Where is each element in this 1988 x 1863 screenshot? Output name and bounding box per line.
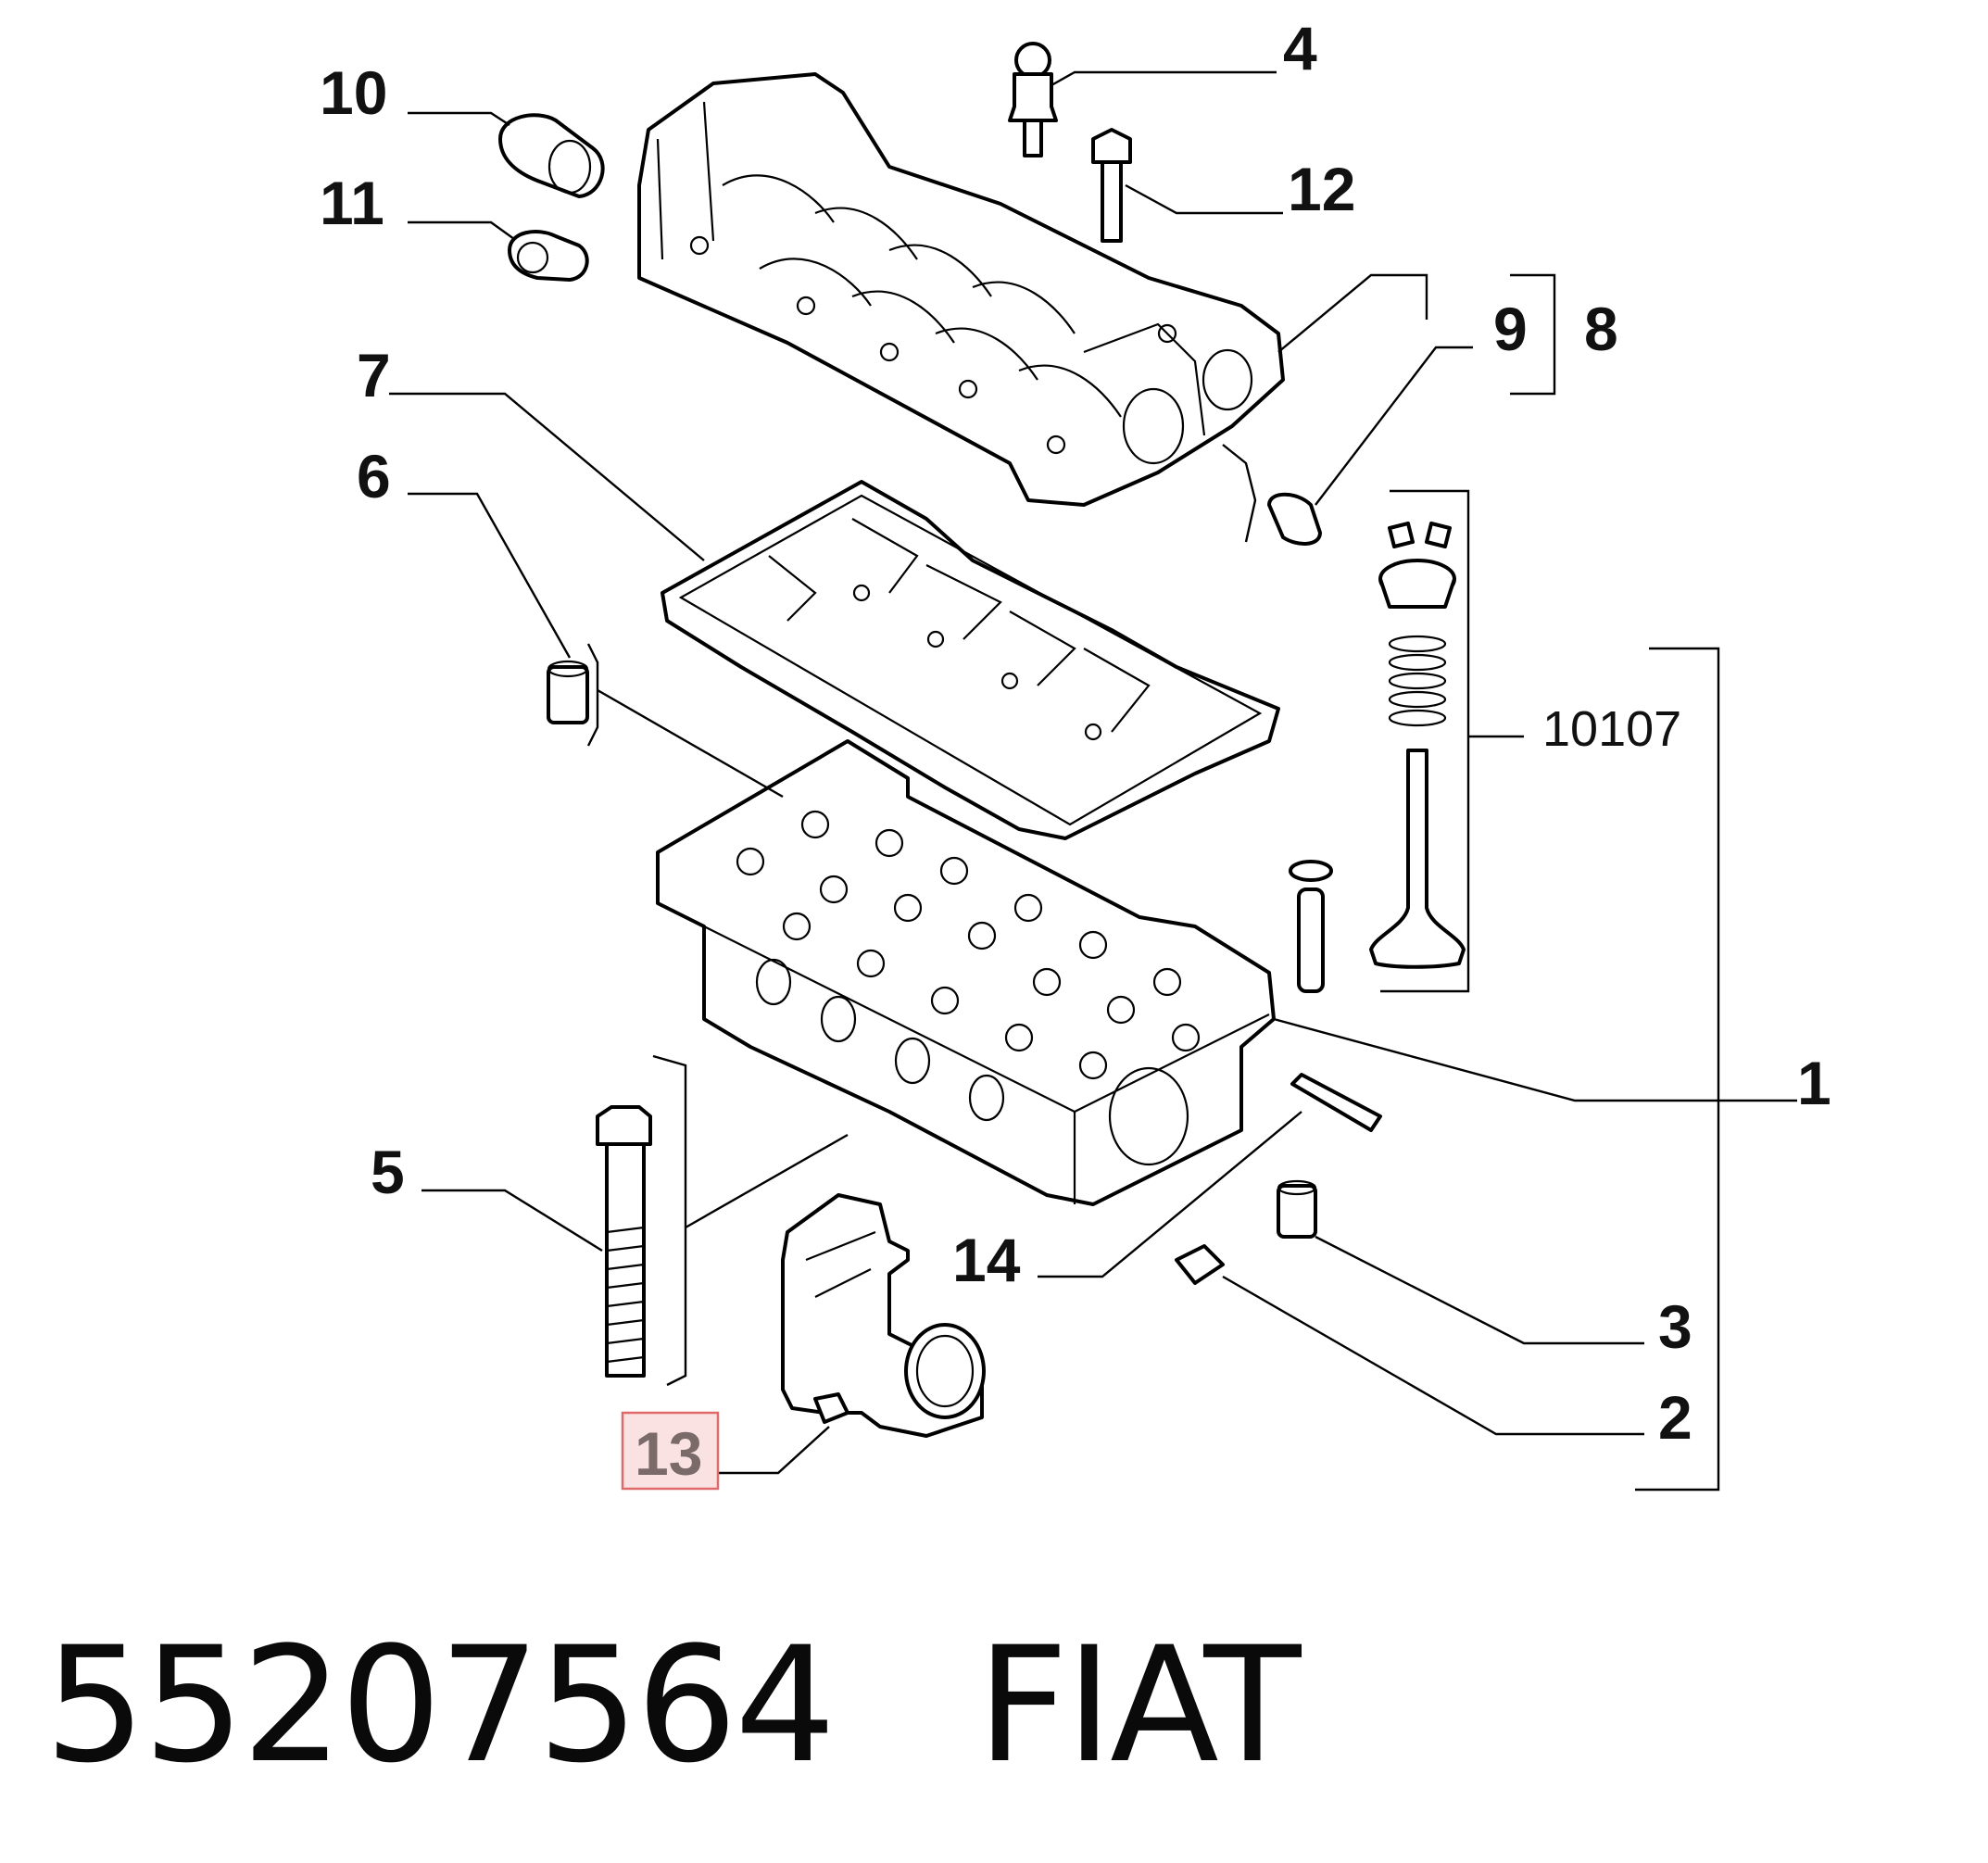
dowel-3-drawing [1277, 1179, 1317, 1239]
stud-14-drawing [1290, 1073, 1382, 1132]
callout-10107[interactable]: 10107 [1542, 701, 1681, 757]
callout-7[interactable]: 7 [357, 341, 391, 409]
bolt-12-drawing [1091, 128, 1132, 243]
leader-lines [389, 70, 1797, 1492]
callout-8[interactable]: 8 [1584, 295, 1618, 363]
pin-9-drawing [1267, 492, 1322, 546]
callout-13-highlight [621, 1411, 720, 1491]
callout-labels: 10 11 4 12 9 8 7 6 10107 1 5 14 3 2 13 [320, 14, 1831, 1491]
valve-assembly-drawing [1289, 522, 1466, 993]
part-footer: 55207564 FIAT [44, 1612, 1302, 1798]
callout-2[interactable]: 2 [1658, 1383, 1692, 1452]
head-bolt-5-drawing [596, 1105, 652, 1378]
callout-4[interactable]: 4 [1283, 14, 1317, 82]
callout-6[interactable]: 6 [357, 442, 391, 510]
callout-13[interactable]: 13 [635, 1419, 702, 1488]
bush-2-drawing [1175, 1244, 1225, 1285]
callout-11[interactable]: 11 [320, 169, 384, 237]
camshaft-housing-drawing [637, 72, 1285, 507]
brand-name: FIAT [976, 1612, 1301, 1798]
plug-11-drawing [508, 230, 589, 282]
callout-5[interactable]: 5 [371, 1138, 405, 1206]
callout-1[interactable]: 1 [1797, 1049, 1831, 1117]
callout-14[interactable]: 14 [952, 1226, 1021, 1294]
sensor-4-drawing [1008, 42, 1058, 157]
cover-gasket-drawing [661, 480, 1280, 840]
dowel-6-drawing [547, 660, 589, 724]
cylinder-head-drawing [656, 739, 1276, 1206]
plug-10-drawing [498, 113, 605, 198]
part-number: 55207564 [44, 1612, 836, 1798]
callout-9[interactable]: 9 [1493, 295, 1528, 363]
callout-10[interactable]: 10 [320, 58, 387, 127]
callout-12[interactable]: 12 [1288, 155, 1355, 223]
thermostat-housing-13-drawing [781, 1193, 986, 1438]
callout-3[interactable]: 3 [1658, 1292, 1692, 1361]
